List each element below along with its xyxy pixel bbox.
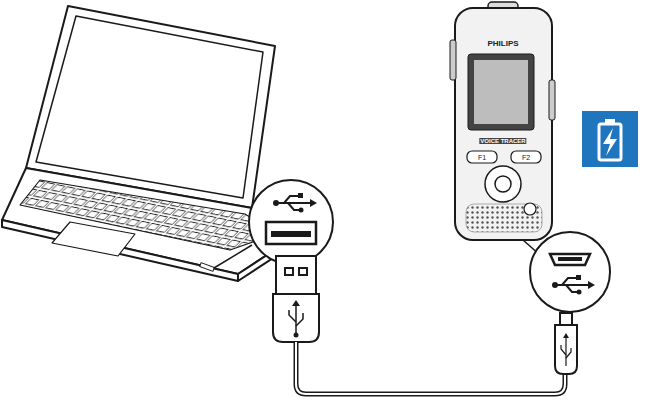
brand-logo: PHILIPS — [486, 40, 519, 48]
button-label: F2 — [521, 154, 531, 161]
voice-recorder — [450, 2, 555, 240]
usb-a-zoom — [249, 180, 333, 264]
charging-icon — [582, 111, 638, 167]
button-label: F1 — [477, 154, 487, 161]
usb-a-plug — [273, 256, 319, 342]
model-name: VOICE TRACER — [479, 138, 526, 144]
micro-usb-zoom — [530, 232, 610, 312]
micro-usb-plug — [555, 313, 577, 374]
usb-cable — [296, 342, 565, 394]
